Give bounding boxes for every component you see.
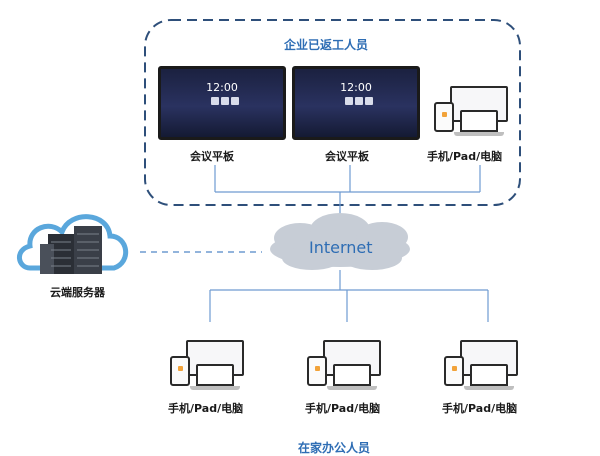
multi-device-icon-remote-2 (305, 340, 385, 396)
conference-board-label-1: 会议平板 (190, 150, 234, 163)
conference-board-label-2: 会议平板 (325, 150, 369, 163)
multi-device-label-remote-3: 手机/Pad/电脑 (442, 402, 518, 415)
multi-device-icon-enterprise (432, 86, 512, 142)
multi-device-label-enterprise: 手机/Pad/电脑 (427, 150, 503, 163)
internet-label: Internet (309, 238, 373, 257)
conference-board-display-2: 12:00 (292, 66, 420, 140)
board-app-icons (345, 97, 373, 105)
multi-device-label-remote-2: 手机/Pad/电脑 (305, 402, 381, 415)
board-app-icons (211, 97, 239, 105)
enterprise-title: 企业已返工人员 (284, 38, 369, 52)
board-clock: 12:00 (340, 81, 372, 94)
board-clock: 12:00 (206, 81, 238, 94)
multi-device-icon-remote-3 (442, 340, 522, 396)
multi-device-icon-remote-1 (168, 340, 248, 396)
internet-cloud-shape (270, 213, 410, 270)
remote-workers-title: 在家办公人员 (298, 441, 371, 455)
conference-board-display-1: 12:00 (158, 66, 286, 140)
cloud-server-label: 云端服务器 (50, 286, 105, 299)
remote-connection-lines (209, 270, 489, 322)
multi-device-label-remote-1: 手机/Pad/电脑 (168, 402, 244, 415)
cloud-server-icon (17, 214, 128, 274)
